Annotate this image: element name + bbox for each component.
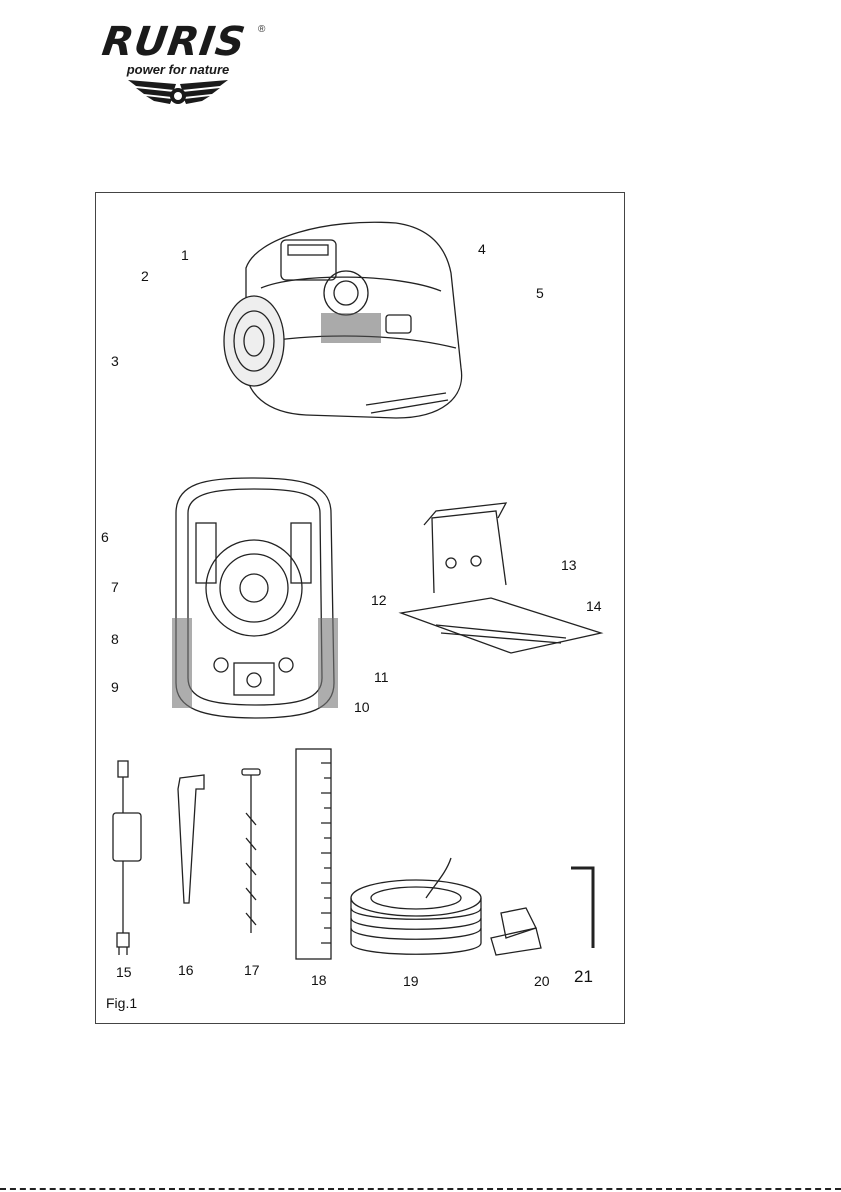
parts-illustration — [96, 193, 626, 1025]
callout-13: 13 — [561, 557, 577, 573]
power-supply — [113, 761, 141, 955]
figure-1: 1 2 3 4 5 6 7 8 9 10 11 12 13 14 15 16 1… — [95, 192, 625, 1024]
callout-20: 20 — [534, 973, 550, 989]
callout-21: 21 — [574, 969, 593, 985]
callout-11: 11 — [374, 669, 389, 685]
callout-5: 5 — [536, 285, 544, 301]
boundary-wire-coil — [351, 858, 481, 954]
mower-underside-view — [172, 478, 338, 718]
callout-15: 15 — [116, 964, 132, 980]
screw-peg — [242, 769, 260, 933]
callout-17: 17 — [244, 962, 260, 978]
hex-key — [571, 868, 593, 948]
callout-7: 7 — [111, 579, 119, 595]
callout-10: 10 — [354, 699, 370, 715]
callout-6: 6 — [101, 529, 109, 545]
callout-1: 1 — [181, 247, 189, 263]
callout-12: 12 — [371, 592, 387, 608]
callout-9: 9 — [111, 679, 119, 695]
callout-14: 14 — [586, 598, 602, 614]
ruler — [296, 749, 331, 959]
callout-8: 8 — [111, 631, 119, 647]
callout-16: 16 — [178, 962, 194, 978]
peg — [178, 775, 204, 903]
wire-connector — [491, 908, 541, 955]
charging-station — [401, 503, 601, 653]
callout-18: 18 — [311, 972, 327, 988]
footer-dashed-rule — [0, 1188, 841, 1190]
logo-wordmark: RURIS — [87, 20, 261, 64]
callout-2: 2 — [141, 268, 149, 284]
callout-4: 4 — [478, 241, 486, 257]
ruris-logo: RURIS ® power for nature — [88, 18, 268, 113]
figure-caption: Fig.1 — [106, 995, 137, 1011]
registered-mark: ® — [258, 24, 265, 35]
callout-3: 3 — [111, 353, 119, 369]
logo-tagline: power for nature — [88, 62, 268, 77]
callout-19: 19 — [403, 973, 419, 989]
mower-top-view — [224, 222, 462, 418]
